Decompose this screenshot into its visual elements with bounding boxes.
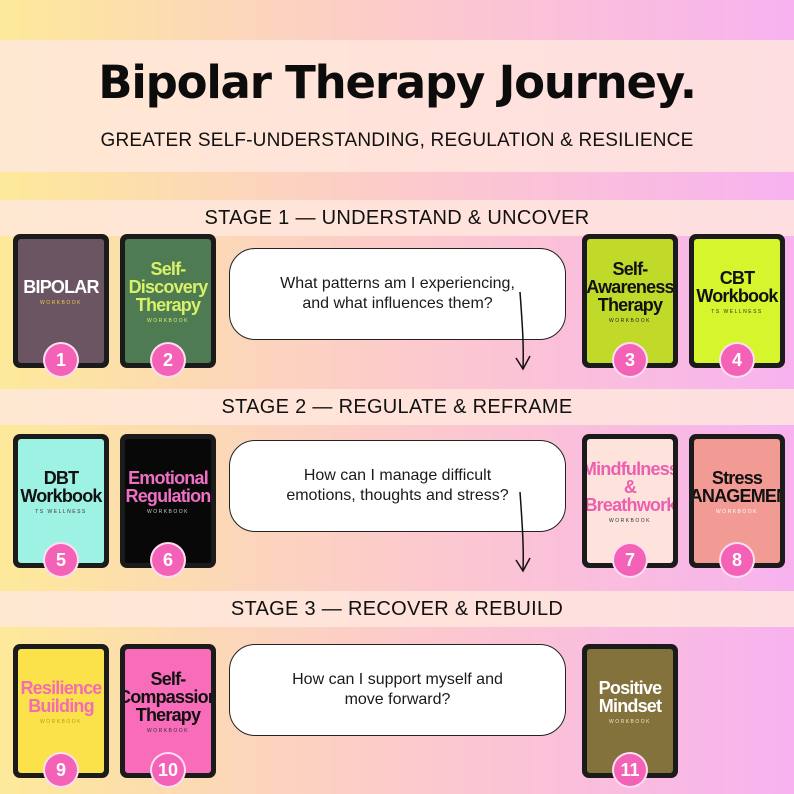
step-number-badge: 10: [150, 752, 186, 788]
step-number-badge: 1: [43, 342, 79, 378]
step-number-badge: 4: [719, 342, 755, 378]
workbook-card-bipolar[interactable]: BIPOLAR WORKBOOK 1: [13, 234, 109, 378]
step-number-badge: 5: [43, 542, 79, 578]
workbook-subtitle: WORKBOOK: [608, 318, 651, 324]
workbook-subtitle: WORKBOOK: [39, 300, 82, 306]
workbook-subtitle: TS WELLNESS: [35, 509, 87, 515]
workbook-card-stress[interactable]: Stress MANAGEMENT WORKBOOK 8: [689, 434, 785, 578]
stage-2-label: STAGE 2 — REGULATE & REFRAME: [221, 396, 573, 418]
workbook-subtitle: WORKBOOK: [608, 518, 651, 524]
step-number-badge: 8: [719, 542, 755, 578]
workbook-cover: BIPOLAR WORKBOOK: [18, 239, 104, 363]
workbook-card-resilience[interactable]: Resilience Building WORKBOOK 9: [13, 644, 109, 788]
workbook-cover: Mindfulness & Breathwork WORKBOOK: [587, 439, 673, 563]
workbook-subtitle: WORKBOOK: [715, 509, 758, 515]
workbook-title: Positive Mindset: [598, 678, 662, 716]
stage-2-question: How can I manage difficult emotions, tho…: [229, 440, 566, 532]
stage-1-arrow-icon: [515, 291, 531, 371]
workbook-card-self-compassion[interactable]: Self-Compassion Therapy WORKBOOK 10: [120, 644, 216, 788]
stage-3-heading: STAGE 3 — RECOVER & REBUILD: [0, 591, 794, 627]
workbook-subtitle: WORKBOOK: [146, 318, 189, 324]
stage-3-question: How can I support myself and move forwar…: [229, 644, 566, 736]
workbook-title: Mindfulness & Breathwork: [587, 459, 673, 515]
stage-2-heading: STAGE 2 — REGULATE & REFRAME: [0, 389, 794, 425]
workbook-cover: Self-Compassion Therapy WORKBOOK: [125, 649, 211, 773]
workbook-title: BIPOLAR: [23, 277, 99, 297]
step-number-badge: 2: [150, 342, 186, 378]
step-number-badge: 6: [150, 542, 186, 578]
step-number-badge: 7: [612, 542, 648, 578]
stage-3-label: STAGE 3 — RECOVER & REBUILD: [230, 598, 564, 620]
stage-1-label: STAGE 1 — UNDERSTAND & UNCOVER: [204, 207, 590, 229]
workbook-card-self-discovery[interactable]: Self-Discovery Therapy WORKBOOK 2: [120, 234, 216, 378]
workbook-subtitle: TS WELLNESS: [711, 309, 763, 315]
page-title: Bipolar Therapy Journey.: [98, 56, 697, 109]
workbook-cover: Self-Discovery Therapy WORKBOOK: [125, 239, 211, 363]
step-number-badge: 3: [612, 342, 648, 378]
header-banner: Bipolar Therapy Journey. GREATER SELF-UN…: [0, 40, 794, 172]
workbook-card-mindfulness[interactable]: Mindfulness & Breathwork WORKBOOK 7: [582, 434, 678, 578]
stage-1-heading: STAGE 1 — UNDERSTAND & UNCOVER: [0, 200, 794, 236]
workbook-subtitle: WORKBOOK: [146, 728, 189, 734]
workbook-title: Self-Awareness Therapy: [587, 259, 673, 315]
workbook-title: Emotional Regulation: [125, 468, 212, 506]
workbook-title: Resilience Building: [20, 678, 102, 716]
workbook-title: CBT Workbook: [696, 268, 778, 306]
workbook-title: Stress MANAGEMENT: [694, 468, 780, 506]
workbook-card-self-awareness[interactable]: Self-Awareness Therapy WORKBOOK 3: [582, 234, 678, 378]
workbook-title: DBT Workbook: [20, 468, 102, 506]
workbook-title: Self-Compassion Therapy: [125, 669, 211, 725]
page-subtitle: GREATER SELF-UNDERSTANDING, REGULATION &…: [100, 130, 694, 151]
workbook-card-dbt[interactable]: DBT Workbook TS WELLNESS 5: [13, 434, 109, 578]
workbook-card-emotional-regulation[interactable]: Emotional Regulation WORKBOOK 6: [120, 434, 216, 578]
workbook-subtitle: WORKBOOK: [39, 719, 82, 725]
stage-1-question: What patterns am I experiencing, and wha…: [229, 248, 566, 340]
workbook-card-positive-mindset[interactable]: Positive Mindset WORKBOOK 11: [582, 644, 678, 788]
workbook-subtitle: WORKBOOK: [608, 719, 651, 725]
workbook-subtitle: WORKBOOK: [146, 509, 189, 515]
workbook-title: Self-Discovery Therapy: [128, 259, 209, 315]
step-number-badge: 11: [612, 752, 648, 788]
stage-2-arrow-icon: [515, 491, 531, 573]
workbook-card-cbt[interactable]: CBT Workbook TS WELLNESS 4: [689, 234, 785, 378]
step-number-badge: 9: [43, 752, 79, 788]
